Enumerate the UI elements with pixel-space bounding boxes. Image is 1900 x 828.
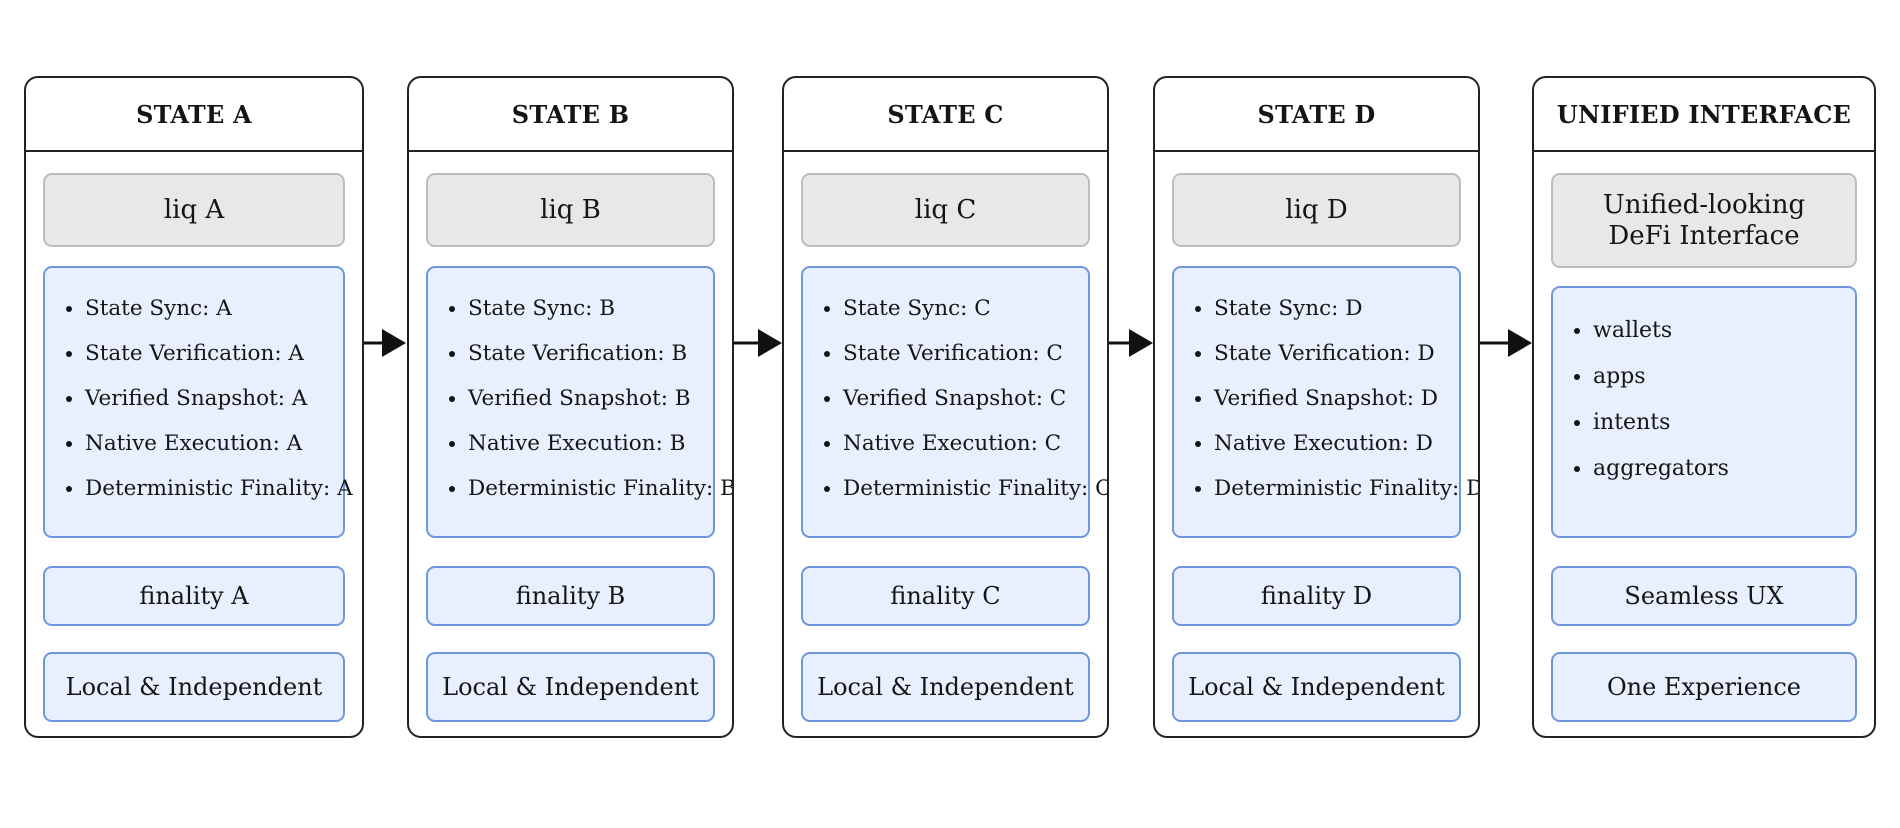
arrow-b-to-c bbox=[734, 329, 782, 357]
list-item: State Verification: A bbox=[85, 341, 353, 386]
list-item: Deterministic Finality: D bbox=[1214, 476, 1478, 521]
list-item: Verified Snapshot: B bbox=[468, 386, 732, 431]
list-item: Verified Snapshot: D bbox=[1214, 386, 1478, 431]
list-item: State Sync: C bbox=[843, 296, 1107, 341]
state-b-liquidity-box: liq B bbox=[426, 173, 715, 247]
list-item: Native Execution: A bbox=[85, 431, 353, 476]
state-a-properties-list: State Sync: A State Verification: A Veri… bbox=[45, 268, 353, 521]
state-b-finality-box: finality B bbox=[426, 566, 715, 626]
state-c-properties-list: State Sync: C State Verification: C Veri… bbox=[803, 268, 1107, 521]
one-experience-box: One Experience bbox=[1551, 652, 1857, 722]
list-item: intents bbox=[1593, 410, 1729, 456]
list-item: Native Execution: B bbox=[468, 431, 732, 476]
list-item: State Verification: C bbox=[843, 341, 1107, 386]
state-a-finality-box: finality A bbox=[43, 566, 345, 626]
list-item: apps bbox=[1593, 364, 1729, 410]
list-item: State Sync: A bbox=[85, 296, 353, 341]
list-item: Deterministic Finality: A bbox=[85, 476, 353, 521]
list-item: Deterministic Finality: B bbox=[468, 476, 732, 521]
state-c-finality-box: finality C bbox=[801, 566, 1090, 626]
unified-interface-title: UNIFIED INTERFACE bbox=[1534, 78, 1874, 152]
state-d-liquidity-box: liq D bbox=[1172, 173, 1461, 247]
unified-interface-items-box: wallets apps intents aggregators bbox=[1551, 286, 1857, 538]
list-item: wallets bbox=[1593, 318, 1729, 364]
state-c-properties-box: State Sync: C State Verification: C Veri… bbox=[801, 266, 1107, 538]
list-item: Native Execution: C bbox=[843, 431, 1107, 476]
state-d-properties-list: State Sync: D State Verification: D Veri… bbox=[1174, 268, 1478, 521]
state-b-panel: STATE B liq B State Sync: B State Verifi… bbox=[407, 76, 734, 738]
state-c-liquidity-box: liq C bbox=[801, 173, 1090, 247]
state-c-title: STATE C bbox=[784, 78, 1107, 152]
list-item: Verified Snapshot: A bbox=[85, 386, 353, 431]
list-item: Native Execution: D bbox=[1214, 431, 1478, 476]
list-item: State Sync: D bbox=[1214, 296, 1478, 341]
list-item: State Verification: B bbox=[468, 341, 732, 386]
state-b-properties-box: State Sync: B State Verification: B Veri… bbox=[426, 266, 732, 538]
state-c-panel: STATE C liq C State Sync: C State Verifi… bbox=[782, 76, 1109, 738]
seamless-ux-box: Seamless UX bbox=[1551, 566, 1857, 626]
state-c-local-box: Local & Independent bbox=[801, 652, 1090, 722]
state-b-local-box: Local & Independent bbox=[426, 652, 715, 722]
arrow-d-to-unified bbox=[1480, 329, 1532, 357]
state-d-finality-box: finality D bbox=[1172, 566, 1461, 626]
arrow-a-to-b bbox=[364, 329, 406, 357]
state-b-title: STATE B bbox=[409, 78, 732, 152]
state-d-title: STATE D bbox=[1155, 78, 1478, 152]
state-a-properties-box: State Sync: A State Verification: A Veri… bbox=[43, 266, 353, 538]
state-a-liquidity-box: liq A bbox=[43, 173, 345, 247]
list-item: Verified Snapshot: C bbox=[843, 386, 1107, 431]
arrow-c-to-d bbox=[1109, 329, 1153, 357]
state-d-local-box: Local & Independent bbox=[1172, 652, 1461, 722]
list-item: State Verification: D bbox=[1214, 341, 1478, 386]
unified-interface-items-list: wallets apps intents aggregators bbox=[1553, 288, 1729, 502]
unified-interface-panel: UNIFIED INTERFACE Unified-looking DeFi I… bbox=[1532, 76, 1876, 738]
list-item: State Sync: B bbox=[468, 296, 732, 341]
state-d-properties-box: State Sync: D State Verification: D Veri… bbox=[1172, 266, 1478, 538]
list-item: aggregators bbox=[1593, 456, 1729, 502]
state-a-title: STATE A bbox=[26, 78, 362, 152]
state-b-properties-list: State Sync: B State Verification: B Veri… bbox=[428, 268, 732, 521]
state-d-panel: STATE D liq D State Sync: D State Verifi… bbox=[1153, 76, 1480, 738]
unified-interface-top-box: Unified-looking DeFi Interface bbox=[1551, 173, 1857, 268]
list-item: Deterministic Finality: C bbox=[843, 476, 1107, 521]
state-a-panel: STATE A liq A State Sync: A State Verifi… bbox=[24, 76, 364, 738]
state-a-local-box: Local & Independent bbox=[43, 652, 345, 722]
